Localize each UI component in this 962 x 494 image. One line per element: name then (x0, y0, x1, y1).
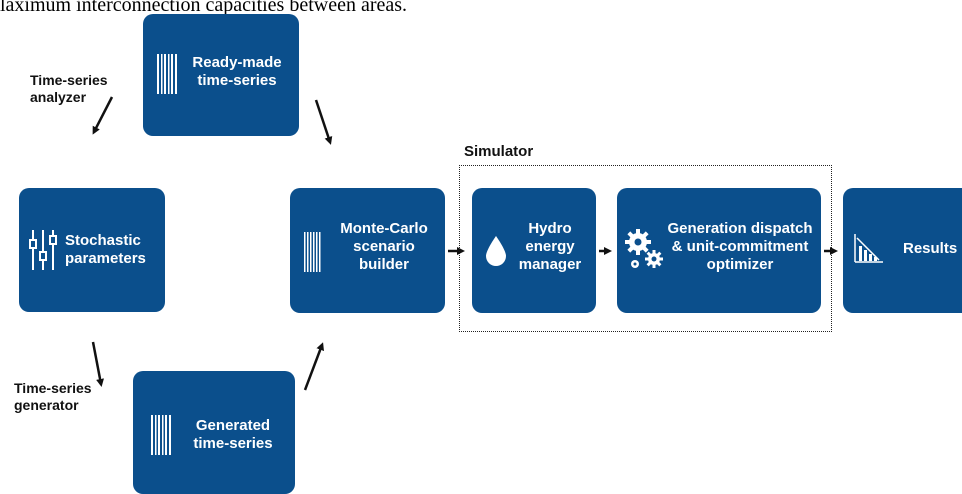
bar-chart-icon (854, 234, 883, 263)
arrow-gen-to-mc (303, 342, 324, 391)
time-series-generator-label: Time-series generator (14, 380, 92, 414)
node-label-line: time-series (193, 435, 273, 452)
monte-carlo-scenario-builder-node: Monte-Carlo scenario builder (290, 188, 445, 313)
node-label-line: manager (518, 256, 582, 273)
simulator-label: Simulator (464, 143, 534, 160)
edge-label-line: generator (14, 397, 79, 413)
edge-label-line: Time-series (14, 380, 92, 396)
generation-dispatch-optimizer-node: Generation dispatch & unit-commitment op… (617, 188, 821, 313)
node-label-line: optimizer (706, 256, 774, 273)
time-series-analyzer-label: Time-series analyzer (30, 72, 108, 106)
stochastic-parameters-node: Stochastic parameters (19, 188, 165, 312)
caption-fragment: laximum interconnection capacities betwe… (0, 0, 408, 16)
generated-time-series-node: Generated time-series (133, 371, 295, 494)
arrow-analyzer (92, 96, 114, 135)
node-label-line: Hydro (528, 220, 572, 237)
ready-made-time-series-node: Ready-made time-series (143, 14, 299, 136)
gears-icon (625, 229, 663, 268)
node-label-line: scenario (353, 238, 415, 255)
node-label-line: Generation dispatch (667, 220, 813, 237)
node-label-line: time-series (197, 72, 277, 89)
hydro-energy-manager-node: Hydro energy manager (472, 188, 596, 313)
node-label-line: energy (525, 238, 575, 255)
edge-label-line: Time-series (30, 72, 108, 88)
edge-label-line: analyzer (30, 89, 87, 105)
node-label-line: parameters (65, 250, 146, 267)
results-node: Results (843, 188, 962, 313)
arrow-ready-to-mc (314, 99, 333, 145)
node-label-line: Generated (195, 417, 271, 434)
node-label-line: Stochastic (65, 232, 141, 249)
barcode-icon (151, 415, 171, 455)
barcode-icon (157, 54, 177, 94)
node-label-line: builder (358, 256, 409, 273)
arrow-generator (91, 341, 104, 387)
water-drop-icon (486, 236, 506, 266)
node-label-line: & unit-commitment (671, 238, 809, 255)
node-label-line: Monte-Carlo (340, 220, 428, 237)
sliders-icon (29, 230, 57, 270)
node-label-line: Ready-made (192, 54, 282, 71)
barcode-icon (304, 232, 321, 272)
node-label-line: Results (903, 240, 958, 257)
